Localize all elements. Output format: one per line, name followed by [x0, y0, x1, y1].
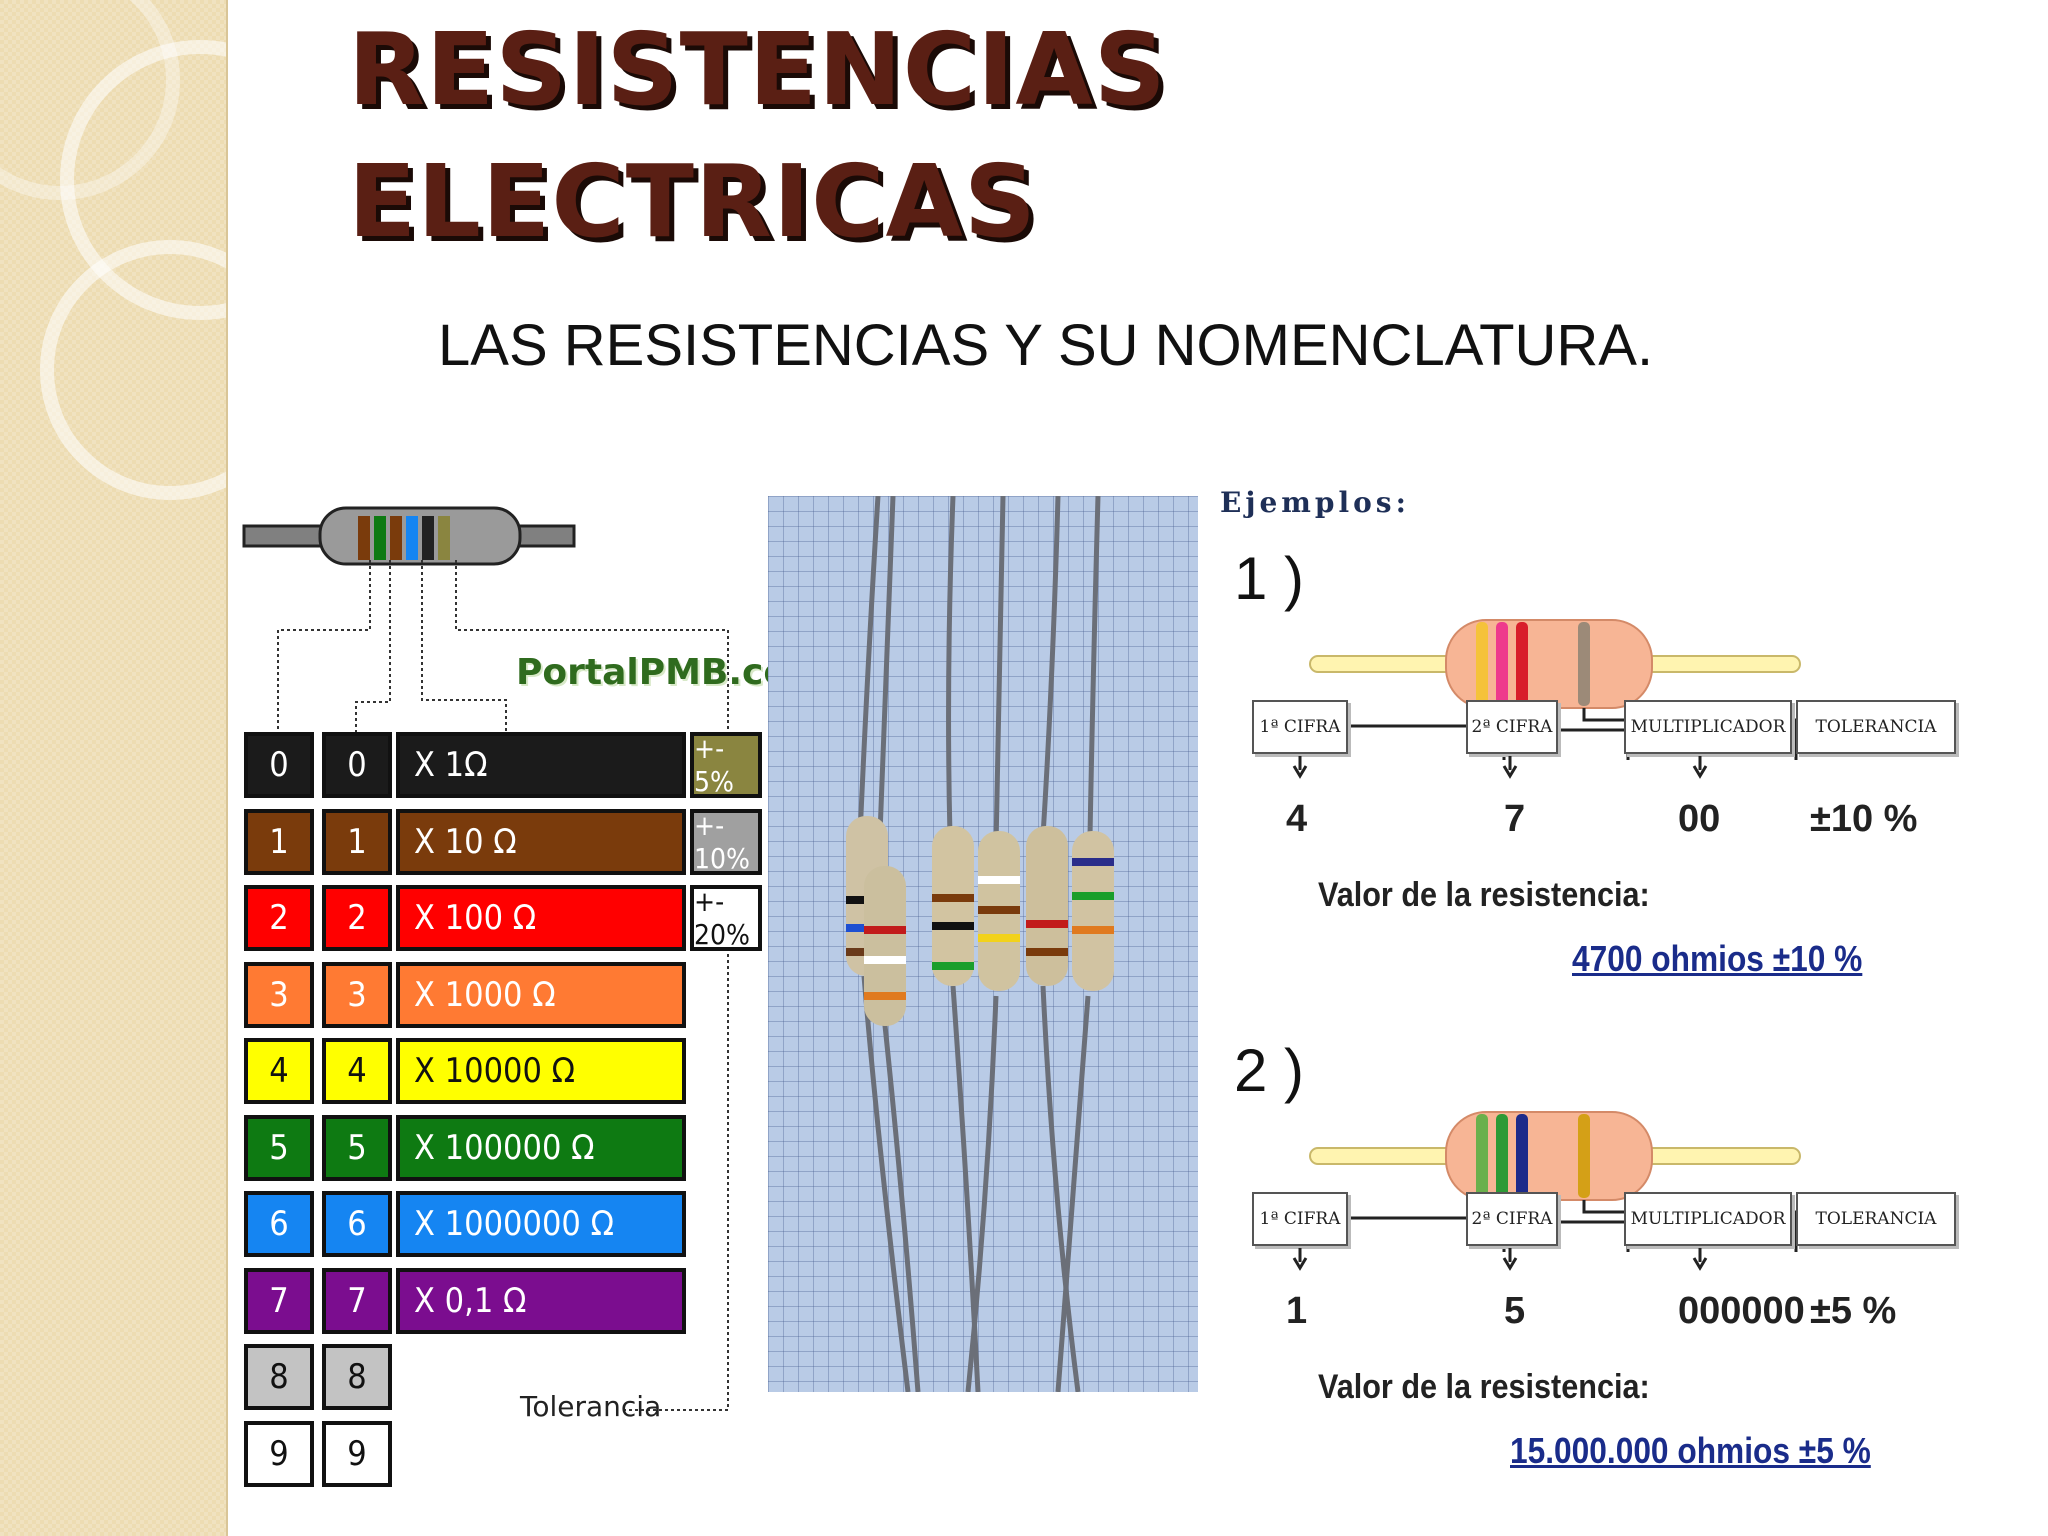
band-value: 5 — [1504, 1290, 1526, 1332]
resistance-result: 15.000.000 ohmios ±5 % — [1510, 1430, 1871, 1471]
first-digit-cell: 7 — [244, 1268, 314, 1334]
examples-heading: Ejemplos: — [1220, 486, 1410, 519]
band-value: 7 — [1504, 798, 1526, 840]
multiplier-cell: X 1Ω — [396, 732, 686, 798]
multiplier-cell: X 10 Ω — [396, 809, 686, 875]
color-band — [1496, 622, 1508, 706]
multiplier-cell: X 10000 Ω — [396, 1038, 686, 1104]
resistance-value-label: Valor de la resistencia: — [1318, 876, 1650, 914]
band-label-box: 2ª CIFRA — [1466, 1192, 1558, 1246]
color-band — [1516, 622, 1528, 706]
color-band — [1476, 1114, 1488, 1198]
first-digit-cell: 1 — [244, 809, 314, 875]
tolerance-cell: +- 10% — [690, 809, 762, 875]
band-value: 000000 — [1678, 1290, 1805, 1332]
first-digit-cell: 6 — [244, 1191, 314, 1257]
decorative-side-band — [0, 0, 228, 1536]
tolerance-label: Tolerancia — [520, 1390, 662, 1423]
slide-subtitle: LAS RESISTENCIAS Y SU NOMENCLATURA. — [438, 313, 1654, 378]
second-digit-cell: 1 — [322, 809, 392, 875]
resistance-result: 4700 ohmios ±10 % — [1572, 938, 1863, 979]
first-digit-cell: 3 — [244, 962, 314, 1028]
band-label-box: 2ª CIFRA — [1466, 700, 1558, 754]
band-label-box: TOLERANCIA — [1796, 1192, 1956, 1246]
multiplier-cell: X 1000 Ω — [396, 962, 686, 1028]
band-value: ±5 % — [1810, 1290, 1897, 1332]
multiplier-cell: X 0,1 Ω — [396, 1268, 686, 1334]
example-number: 2 ) — [1234, 1037, 1305, 1104]
band-value: ±10 % — [1810, 798, 1918, 840]
first-digit-cell: 5 — [244, 1115, 314, 1181]
second-digit-cell: 9 — [322, 1421, 392, 1487]
first-digit-cell: 2 — [244, 885, 314, 951]
band-value: 1 — [1286, 1290, 1308, 1332]
band-label-box: MULTIPLICADOR — [1624, 1192, 1792, 1246]
band-label-box: TOLERANCIA — [1796, 700, 1956, 754]
resistors-photo — [768, 496, 1198, 1392]
multiplier-cell: X 1000000 Ω — [396, 1191, 686, 1257]
resistance-value-label: Valor de la resistencia: — [1318, 1368, 1650, 1406]
band-label-box: 1ª CIFRA — [1252, 700, 1348, 754]
slide-title-line-2: ELECTRICAS — [348, 143, 1037, 260]
down-arrows — [1292, 756, 1708, 779]
second-digit-cell: 7 — [322, 1268, 392, 1334]
first-digit-cell: 8 — [244, 1344, 314, 1410]
second-digit-cell: 4 — [322, 1038, 392, 1104]
second-digit-cell: 8 — [322, 1344, 392, 1410]
second-digit-cell: 6 — [322, 1191, 392, 1257]
tolerance-cell: +- 20% — [690, 885, 762, 951]
multiplier-cell: X 100000 Ω — [396, 1115, 686, 1181]
tolerance-cell: +- 5% — [690, 732, 762, 798]
example-resistor-diagram — [1300, 1111, 1801, 1252]
band-value: 00 — [1678, 798, 1721, 840]
color-band — [1578, 622, 1590, 706]
first-digit-cell: 0 — [244, 732, 314, 798]
second-digit-cell: 2 — [322, 885, 392, 951]
first-digit-cell: 9 — [244, 1421, 314, 1487]
multiplier-cell: X 100 Ω — [396, 885, 686, 951]
band-value: 4 — [1286, 798, 1308, 840]
second-digit-cell: 3 — [322, 962, 392, 1028]
resistors-photo-drawing — [846, 496, 1114, 1392]
decorative-ring — [40, 240, 226, 500]
slide-title-line-1: RESISTENCIAS — [348, 11, 1167, 128]
first-digit-cell: 4 — [244, 1038, 314, 1104]
band-label-box: MULTIPLICADOR — [1624, 700, 1792, 754]
second-digit-cell: 5 — [322, 1115, 392, 1181]
color-band — [1516, 1114, 1528, 1198]
color-band — [1578, 1114, 1590, 1198]
resistor-illustration — [242, 506, 729, 1411]
band-label-box: 1ª CIFRA — [1252, 1192, 1348, 1246]
down-arrows — [1292, 1248, 1708, 1271]
example-resistor-diagram — [1300, 619, 1801, 760]
color-band — [1496, 1114, 1508, 1198]
second-digit-cell: 0 — [322, 732, 392, 798]
example-number: 1 ) — [1234, 545, 1305, 612]
color-band — [1476, 622, 1488, 706]
